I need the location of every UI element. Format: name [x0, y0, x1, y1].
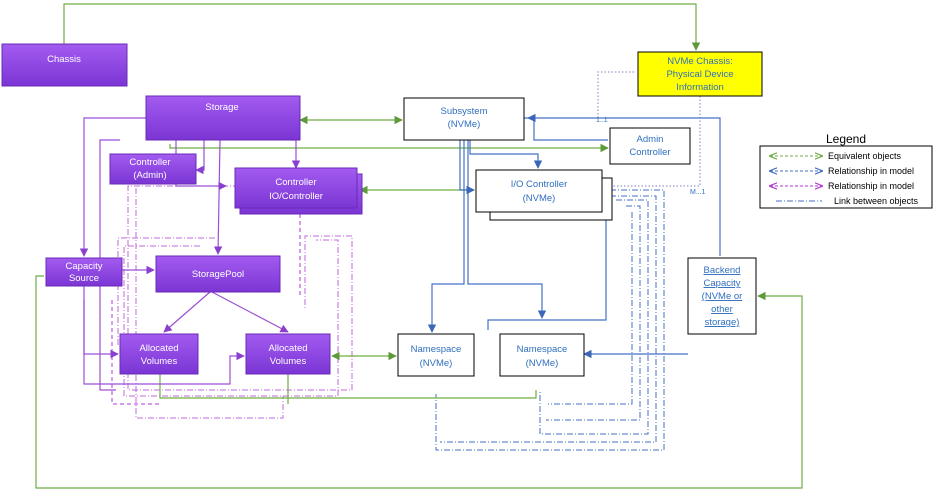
- storagepool-label: StoragePool: [192, 269, 244, 280]
- subsystem-to-namespace1: [427, 140, 465, 333]
- subsystem-to-io2: [459, 140, 475, 195]
- purple-link-3: [117, 237, 215, 345]
- io-controller-label-1: I/O Controller: [511, 179, 568, 190]
- capacity-to-backend: [35, 275, 803, 489]
- purple-link-1: [127, 185, 353, 391]
- storage-to-admin-controller: [169, 143, 609, 153]
- pool-to-volumes2: [211, 291, 289, 333]
- nvme-chassis-label-2: Physical Device: [666, 69, 733, 80]
- backend-capacity-node[interactable]: Backend Capacity (NVMe or other storage): [687, 257, 757, 335]
- namespace-2-node[interactable]: Namespace (NVMe): [499, 333, 585, 377]
- namespace-1-label-1: Namespace: [411, 344, 462, 355]
- purple-link-4: [123, 239, 339, 397]
- subsystem-label-2: (NVMe): [448, 119, 481, 130]
- nvme-chassis-node[interactable]: NVMe Chassis: Physical Device Informatio…: [637, 51, 763, 97]
- storage-to-capacity: [79, 117, 146, 257]
- namespace-2-label-2: (NVMe): [526, 358, 559, 369]
- subsystem-node[interactable]: Subsystem (NVMe): [403, 97, 525, 141]
- blue-link-4: [546, 205, 641, 421]
- subsystem-label-1: Subsystem: [441, 106, 488, 117]
- allocated-volumes-1-label-1: Allocated: [139, 343, 178, 354]
- storagepool-node[interactable]: StoragePool: [155, 255, 281, 293]
- backend-capacity-label-3: (NVMe or: [702, 291, 743, 302]
- capacity-source-label-2: Source: [69, 273, 99, 284]
- namespace2-to-io: [487, 200, 607, 330]
- backend-capacity-label-4: other: [711, 304, 733, 315]
- volumes-bottom-link: [159, 374, 537, 399]
- namespace-1-label-2: (NVMe): [420, 358, 453, 369]
- blue-link-2: [440, 195, 657, 443]
- allocated-volumes-2-node[interactable]: Allocated Volumes: [245, 333, 331, 375]
- chassis-label: Chassis: [47, 54, 81, 65]
- legend-title: Legend: [826, 132, 866, 146]
- capacity-to-volumes1: [83, 286, 119, 359]
- purple-link-2: [135, 188, 284, 419]
- controller-admin-label-1: Controller: [129, 157, 170, 168]
- nvme-chassis-label-3: Information: [676, 82, 724, 93]
- equivalent-lines: [35, 3, 803, 489]
- allocated-volumes-2-label-1: Allocated: [268, 343, 307, 354]
- chassis-node[interactable]: Chassis: [1, 43, 128, 87]
- admin-controller-label-1: Admin: [637, 134, 664, 145]
- legend-item-2: Relationship in model: [828, 166, 914, 176]
- controller-admin-label-2: (Admin): [133, 170, 166, 181]
- admin-controller-node[interactable]: Admin Controller: [609, 127, 691, 165]
- storage-to-storagepool: [213, 139, 223, 255]
- controller-io-node[interactable]: Controller IO/Controller: [234, 167, 363, 215]
- purple-dashed-loop: [111, 200, 301, 405]
- backend-capacity-label-5: storage): [705, 317, 740, 328]
- namespace-2-label-1: Namespace: [517, 344, 568, 355]
- blue-link-1: [435, 189, 665, 451]
- multiplicity-many-to-one: M...1: [690, 189, 706, 196]
- allocated-volumes-1-label-2: Volumes: [141, 356, 178, 367]
- blue-link-5: [548, 212, 633, 405]
- io-controller-label-2: (NVMe): [523, 193, 556, 204]
- admin-controller-label-2: Controller: [629, 147, 670, 158]
- backend-capacity-label-2: Capacity: [704, 278, 741, 289]
- namespace-1-node[interactable]: Namespace (NVMe): [397, 333, 475, 377]
- legend-item-1: Equivalent objects: [828, 151, 902, 161]
- multiplicity-one-to-one: 1..1: [596, 117, 608, 124]
- subsystem-to-namespace2: [467, 140, 547, 319]
- storage-node[interactable]: Storage: [145, 95, 301, 141]
- chassis-to-nvmechassis: [63, 3, 701, 51]
- dotted-subsystem-to-nvmechassis: [597, 71, 636, 118]
- capacity-to-volumes2: [83, 300, 245, 385]
- io-controller-nvme-node[interactable]: I/O Controller (NVMe): [475, 169, 613, 221]
- capacity-source-node[interactable]: Capacity Source: [45, 257, 123, 287]
- storage-to-controller-io: [290, 139, 301, 169]
- legend-item-3: Relationship in model: [828, 181, 914, 191]
- controller-io-label-1: Controller: [275, 177, 316, 188]
- allocated-volumes-2-label-2: Volumes: [270, 356, 307, 367]
- backend-to-subsystem: [527, 113, 721, 256]
- pool-to-volumes1: [163, 291, 211, 333]
- storage-label: Storage: [205, 102, 238, 113]
- nvme-chassis-label-1: NVMe Chassis:: [667, 56, 732, 67]
- blue-link-3: [539, 199, 649, 435]
- storage-to-controller-admin: [195, 140, 205, 175]
- relationship-lines-blue: [427, 113, 721, 359]
- legend-item-4: Link between objects: [834, 196, 919, 206]
- controller-io-label-2: IO/Controller: [269, 191, 323, 202]
- subsystem-to-io: [469, 140, 543, 169]
- allocated-volumes-1-node[interactable]: Allocated Volumes: [119, 333, 199, 375]
- controller-admin-node[interactable]: Controller (Admin): [109, 153, 197, 185]
- legend: Legend Equivalent objects Relationship i…: [759, 132, 933, 209]
- backend-capacity-label-1: Backend: [704, 265, 741, 276]
- capacity-source-label-1: Capacity: [66, 261, 103, 272]
